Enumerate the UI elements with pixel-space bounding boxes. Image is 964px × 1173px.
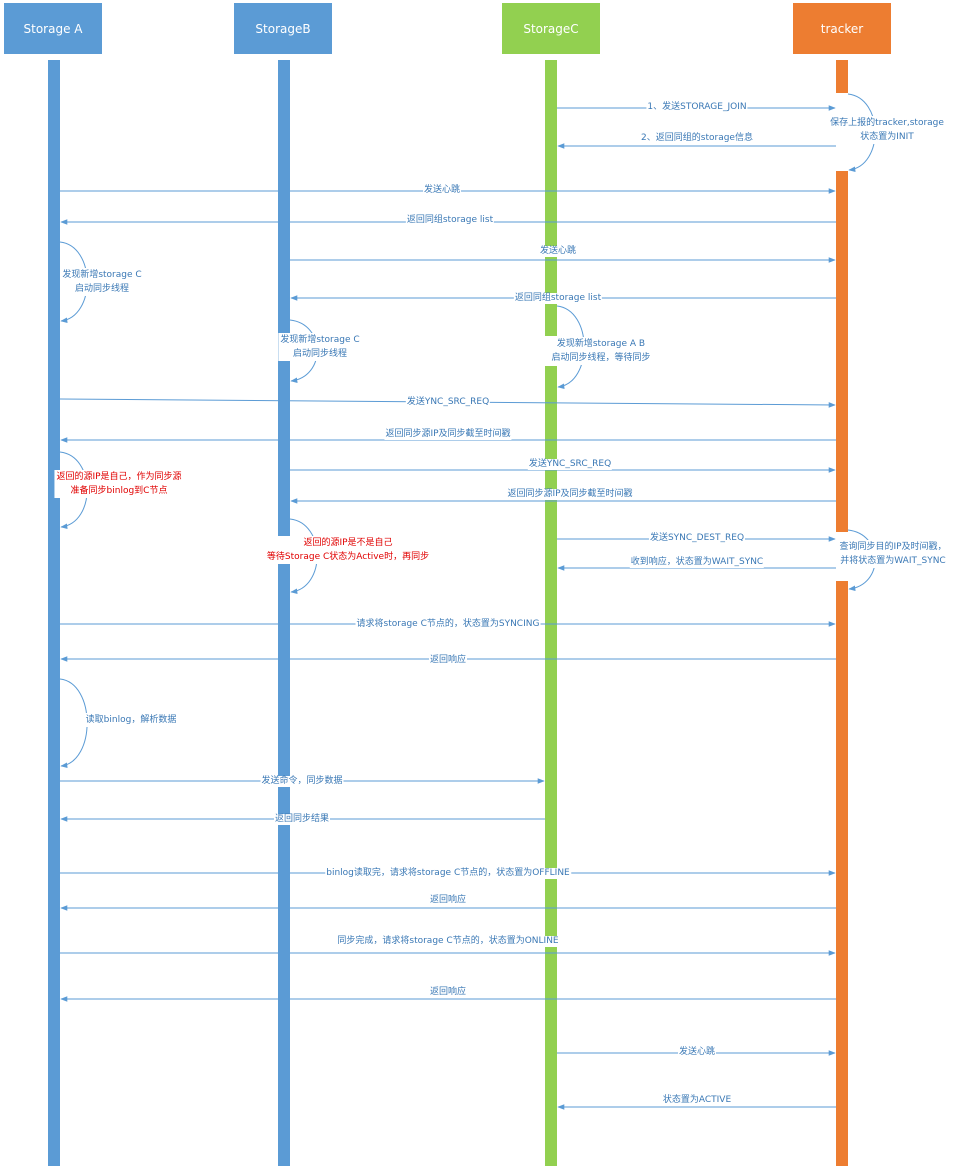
note-line: 准备同步binlog到C节点 xyxy=(70,486,168,496)
message-label: 返回响应 xyxy=(428,895,468,906)
note-storage-c-discover: 发现新增storage A B 启动同步线程，等待同步 xyxy=(549,337,653,365)
message-label: 请求将storage C节点的，状态置为SYNCING xyxy=(355,619,541,630)
message-label: 发送心跳 xyxy=(677,1047,717,1058)
message-label: 返回同步结果 xyxy=(273,814,331,825)
lifeline-bar-tracker xyxy=(836,60,848,1166)
lifeline-bar-storage-a xyxy=(48,60,60,1166)
note-storage-b-wait: 返回的源IP是不是自己 等待Storage C状态为Active时，再同步 xyxy=(264,536,432,564)
note-line: 保存上报的tracker,storage xyxy=(830,118,944,128)
message-label: 返回同组storage list xyxy=(513,293,603,304)
message-label: 返回响应 xyxy=(428,987,468,998)
message-label: 收到响应，状态置为WAIT_SYNC xyxy=(629,557,765,568)
lifeline-header-storage-a: Storage A xyxy=(4,3,102,54)
message-label: 返回同步源IP及同步截至时间戳 xyxy=(384,429,512,440)
note-line: 并将状态置为WAIT_SYNC xyxy=(840,556,946,566)
message-label: 返回同步源IP及同步截至时间戳 xyxy=(506,489,634,500)
message-label: 1、发送STORAGE_JOIN xyxy=(646,102,748,113)
note-storage-a-discover: 发现新增storage C 启动同步线程 xyxy=(60,268,144,296)
note-line: 发现新增storage C xyxy=(280,335,360,345)
message-label: 发送命令，同步数据 xyxy=(260,776,344,787)
note-tracker-init: 保存上报的tracker,storage 状态置为INIT xyxy=(828,116,946,144)
note-storage-b-discover: 发现新增storage C 启动同步线程 xyxy=(278,333,362,361)
note-line: 查询同步目的IP及时间戳， xyxy=(839,542,947,552)
message-label: 发送YNC_SRC_REQ xyxy=(527,459,613,470)
message-label: 返回响应 xyxy=(428,655,468,666)
note-line: 启动同步线程 xyxy=(74,284,129,294)
message-label: binlog读取完，请求将storage C节点的，状态置为OFFLINE xyxy=(325,868,571,879)
note-line: 发现新增storage A B xyxy=(556,339,646,349)
message-label: 2、返回同组的storage信息 xyxy=(640,133,754,144)
note-line: 读取binlog，解析数据 xyxy=(85,715,177,725)
note-line: 等待Storage C状态为Active时，再同步 xyxy=(266,552,430,562)
message-label: 状态置为ACTIVE xyxy=(661,1095,733,1106)
lifeline-header-tracker: tracker xyxy=(793,3,891,54)
note-tracker-query: 查询同步目的IP及时间戳， 并将状态置为WAIT_SYNC xyxy=(837,540,949,568)
note-line: 返回的源IP是不是自己 xyxy=(303,538,393,548)
note-line: 返回的源IP是自己，作为同步源 xyxy=(56,472,182,482)
message-label: 发送心跳 xyxy=(538,246,578,257)
note-line: 启动同步线程，等待同步 xyxy=(551,353,651,363)
message-label: 同步完成，请求将storage C节点的，状态置为ONLINE xyxy=(336,936,560,947)
message-label: 发送YNC_SRC_REQ xyxy=(405,397,491,408)
note-line: 状态置为INIT xyxy=(860,132,914,142)
lifeline-header-storage-b: StorageB xyxy=(234,3,332,54)
note-line: 启动同步线程 xyxy=(292,349,347,359)
note-storage-a-sync-source: 返回的源IP是自己，作为同步源 准备同步binlog到C节点 xyxy=(54,470,184,498)
message-label: 发送心跳 xyxy=(422,185,462,196)
note-storage-a-binlog: 读取binlog，解析数据 xyxy=(83,713,179,727)
lifeline-header-storage-c: StorageC xyxy=(502,3,600,54)
message-label: 返回同组storage list xyxy=(405,215,495,226)
note-line: 发现新增storage C xyxy=(62,270,142,280)
message-label: 发送SYNC_DEST_REQ xyxy=(648,533,746,544)
